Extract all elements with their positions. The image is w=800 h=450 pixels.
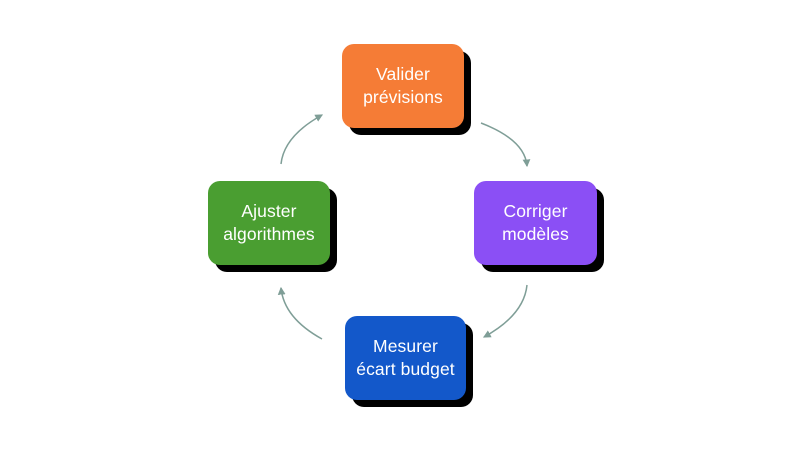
node-valider-previsions[interactable]: Valider prévisions [342,44,464,128]
arrow-ajuster-to-valider [280,114,324,165]
node-valider-previsions-label: Valider prévisions [363,63,443,107]
node-mesurer-ecart-budget-label: Mesurer écart budget [356,335,455,379]
node-corriger-modeles[interactable]: Corriger modèles [474,181,597,265]
node-mesurer-ecart-budget[interactable]: Mesurer écart budget [345,316,466,400]
arrow-valider-to-corriger [480,122,531,168]
node-corriger-modeles-label: Corriger modèles [502,200,569,244]
arrow-corriger-to-mesurer [482,284,528,338]
node-ajuster-algorithmes[interactable]: Ajuster algorithmes [208,181,330,265]
node-ajuster-algorithmes-label: Ajuster algorithmes [223,200,315,244]
arrow-mesurer-to-ajuster [277,286,323,340]
